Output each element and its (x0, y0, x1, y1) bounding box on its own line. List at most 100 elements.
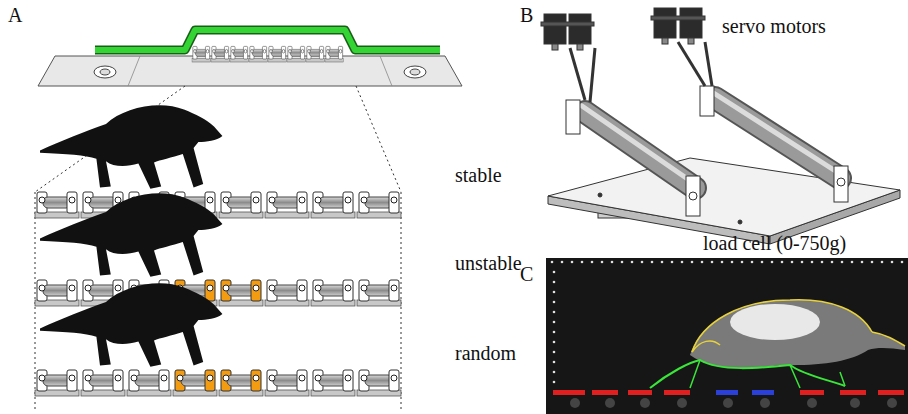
module-drawing (678, 42, 705, 86)
runway-overview (38, 30, 462, 86)
module-drawing (689, 192, 697, 200)
random-row (173, 370, 217, 396)
module-drawing (651, 16, 705, 20)
runway-overview (100, 69, 110, 75)
marker-dots (661, 261, 664, 264)
runway-overview (249, 46, 267, 62)
random-row (81, 370, 125, 396)
marker-dots (701, 261, 704, 264)
marker-dots (741, 261, 744, 264)
module-drawing (570, 48, 585, 100)
marker-dots (771, 261, 774, 264)
roller-markers (664, 390, 690, 395)
marker-dots (871, 261, 874, 264)
roller-markers (800, 390, 824, 395)
marker-dots (721, 261, 724, 264)
runway-overview (268, 46, 286, 62)
marker-dots (691, 261, 694, 264)
marker-dots (581, 261, 584, 264)
module-drawing (700, 86, 714, 116)
video-frame (690, 360, 845, 388)
runway-overview (306, 46, 324, 62)
marker-dots (553, 291, 556, 294)
stable-row (35, 105, 401, 218)
module-drawing (544, 14, 566, 44)
panel-letter: A (8, 3, 22, 27)
marker-dots (551, 261, 554, 264)
marker-dots (621, 261, 624, 264)
marker-dots (761, 261, 764, 264)
marker-dots (841, 261, 844, 264)
marker-dots (553, 301, 556, 304)
marker-dots (641, 261, 644, 264)
roller-markers (605, 398, 615, 408)
module-drawing (715, 98, 840, 178)
stable-row (35, 192, 79, 218)
marker-dots (751, 261, 754, 264)
marker-dots (553, 341, 556, 344)
marker-dots (553, 381, 556, 384)
marker-dots (681, 261, 684, 264)
stable-row (357, 192, 401, 218)
roller-markers (628, 390, 652, 395)
unstable-row (40, 193, 222, 276)
module-drawing (577, 44, 583, 50)
unstable-row (357, 280, 401, 306)
module-drawing (738, 220, 742, 224)
unstable-row (35, 193, 401, 306)
part-label: servo motors (722, 14, 826, 38)
stable-row (265, 192, 309, 218)
module-drawing (705, 42, 712, 86)
module-drawing (585, 112, 695, 188)
module-drawing (585, 112, 695, 188)
runway-overview (94, 66, 116, 78)
unstable-row (35, 280, 79, 306)
module-drawing (712, 92, 837, 172)
module-drawing (566, 100, 580, 134)
marker-dots (781, 261, 784, 264)
marker-dots (711, 261, 714, 264)
roller-markers (677, 398, 687, 408)
roller-markers (640, 398, 650, 408)
marker-dots (553, 311, 556, 314)
module-drawing (654, 8, 676, 38)
module-drawing (688, 38, 694, 44)
video-frame (546, 258, 908, 414)
video-frame (692, 341, 720, 352)
runway-overview (95, 30, 440, 50)
roller-markers (752, 390, 774, 395)
roller-markers (723, 398, 733, 408)
marker-dots (831, 261, 834, 264)
roller-markers (570, 398, 580, 408)
marker-dots (731, 261, 734, 264)
module-drawing (834, 166, 848, 202)
condition-label: random (455, 341, 516, 365)
marker-dots (561, 261, 564, 264)
random-row (40, 283, 222, 366)
module-drawing (686, 176, 700, 216)
panel-letter: B (520, 3, 533, 27)
marker-dots (601, 261, 604, 264)
runway-overview (192, 46, 210, 62)
runway-overview (380, 56, 392, 86)
marker-dots (791, 261, 794, 264)
roller-markers (840, 390, 866, 395)
module-drawing (662, 38, 668, 44)
video-frame (650, 360, 845, 388)
marker-dots (901, 261, 904, 264)
roller-markers (760, 398, 770, 408)
marker-dots (553, 361, 556, 364)
runway-overview (325, 46, 343, 62)
module-drawing (541, 22, 594, 26)
panel-letter: C (520, 262, 533, 286)
marker-dots (611, 261, 614, 264)
marker-dots (671, 261, 674, 264)
marker-dots (881, 261, 884, 264)
stable-row (311, 192, 355, 218)
runway-overview (410, 69, 420, 75)
zoom-lines (35, 86, 401, 410)
random-row (311, 370, 355, 396)
condition-label: unstable (455, 251, 522, 275)
video-frame (730, 304, 820, 340)
